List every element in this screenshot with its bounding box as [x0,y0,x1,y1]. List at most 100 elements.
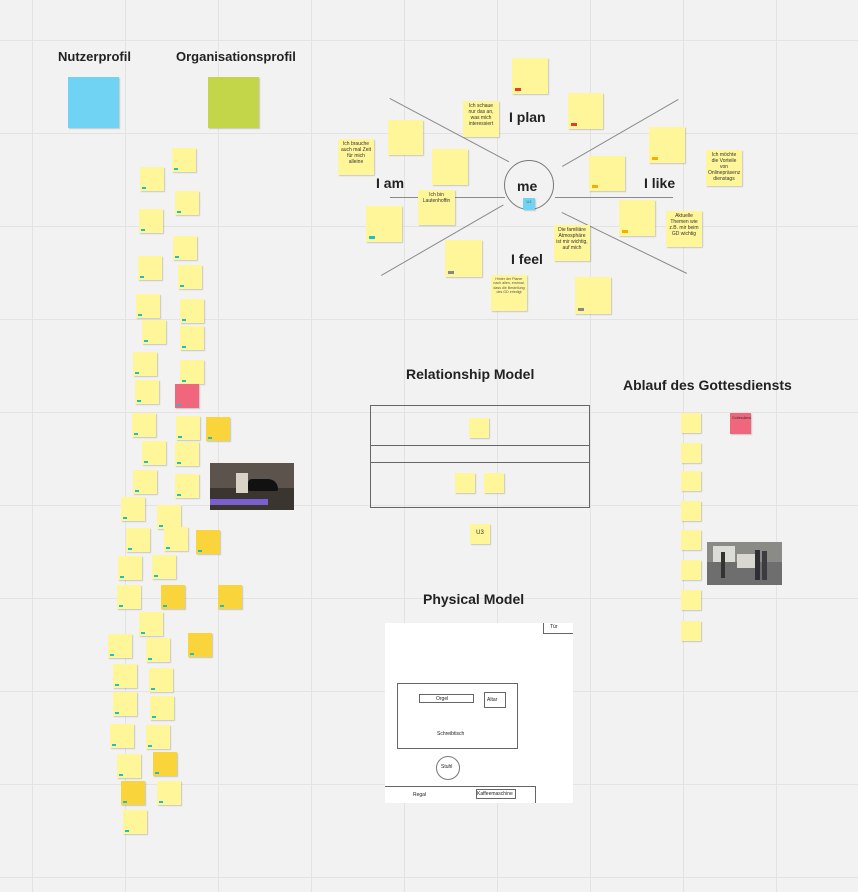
sticky-note[interactable] [110,724,134,748]
sticky-note[interactable] [178,265,202,289]
sticky-note[interactable] [149,668,173,692]
sticky-note[interactable] [146,725,170,749]
sticky-note[interactable] [175,442,199,466]
sticky-note[interactable] [681,530,701,550]
door-label: Tür [550,624,558,630]
sticky-note[interactable] [146,638,170,662]
organ-video-thumbnail[interactable] [210,463,294,510]
sticky-note[interactable] [589,156,625,191]
sticky-note[interactable] [150,696,174,720]
sticky-note[interactable] [123,810,147,834]
note-tag [144,461,148,463]
sticky-note[interactable] [619,200,655,236]
quadrant-label-plan: I plan [509,109,546,125]
sticky-note[interactable] [172,148,196,172]
note-tag [198,550,202,552]
sticky-note[interactable] [188,633,212,657]
sticky-note[interactable] [139,209,163,233]
sticky-note[interactable] [164,527,188,551]
sticky-note-plan[interactable]: Ich schaue nur das an, was mich interess… [463,101,499,137]
sticky-note[interactable] [173,236,197,260]
sticky-note[interactable] [132,413,156,437]
sticky-note[interactable] [218,585,242,609]
sticky-note[interactable] [568,93,603,129]
sticky-note[interactable] [133,352,157,376]
sticky-note[interactable] [681,590,701,610]
sticky-note[interactable] [161,585,185,609]
sticky-note-am[interactable]: Ich brauche auch mal Zeit für mich allei… [338,139,374,175]
sticky-note-like[interactable]: Aktuelle Themen wie z.B. mir beim GD wic… [666,211,702,247]
sticky-note-like[interactable]: Ich möchte die Vorteile von Onlinepräsen… [706,150,742,186]
sticky-note[interactable] [117,754,141,778]
sticky-note[interactable] [142,441,166,465]
shelf-line [385,786,536,803]
sticky-note[interactable] [108,634,132,658]
sticky-note[interactable] [153,752,177,776]
heading-physical-model: Physical Model [423,591,525,607]
sticky-note[interactable] [575,277,611,314]
sticky-note[interactable] [152,555,176,579]
sticky-note[interactable] [445,240,482,277]
sticky-note[interactable] [681,443,701,463]
sticky-note[interactable] [157,781,181,805]
sticky-note[interactable] [121,781,145,805]
sticky-note-feel[interactable]: Die familiäre Atmosphäre ist mir wichtig… [554,225,590,261]
sticky-note[interactable] [455,473,475,493]
sticky-note[interactable] [681,413,701,433]
sticky-note[interactable] [180,326,204,350]
organ-box[interactable] [419,694,474,703]
nutzerprofil-note[interactable] [68,77,119,128]
chair-circle[interactable] [436,756,460,780]
note-tag [119,605,123,607]
sticky-note[interactable] [118,556,142,580]
relationship-tag[interactable]: U3 [470,524,490,544]
sticky-note[interactable] [175,474,199,498]
sticky-note[interactable] [649,127,685,163]
sticky-note[interactable] [180,299,204,323]
sticky-note[interactable] [113,692,137,716]
sticky-note[interactable] [366,206,402,242]
sticky-note[interactable] [196,530,220,554]
sticky-note[interactable] [512,58,548,94]
sticky-note[interactable] [681,560,701,580]
sticky-note[interactable] [140,167,164,191]
sticky-note[interactable] [126,528,150,552]
sticky-note[interactable] [175,191,199,215]
sticky-note[interactable] [432,149,468,185]
organisationsprofil-note[interactable] [208,77,259,128]
note-tag [110,654,114,656]
sticky-note[interactable] [175,384,199,408]
sticky-note[interactable] [206,417,230,441]
sticky-note[interactable] [681,621,701,641]
sticky-note-am[interactable]: Ich bin Lautenhoffin [418,190,455,225]
ablauf-pink-note[interactable]: Gottesdienst [730,413,751,434]
sticky-note[interactable] [157,505,181,529]
sticky-note[interactable] [121,497,145,521]
sticky-note[interactable] [176,416,200,440]
note-tag [123,517,127,519]
desk-label: Schreibtisch [437,731,465,737]
sticky-note[interactable] [136,294,160,318]
sticky-note[interactable] [138,256,162,280]
sticky-note[interactable] [681,501,701,521]
note-tag [190,653,194,655]
coffee-machine-box[interactable] [476,789,516,799]
empathy-center-tag[interactable]: U1 [523,198,535,210]
sticky-note[interactable] [113,664,137,688]
sticky-note[interactable] [135,380,159,404]
sticky-note[interactable] [139,612,163,636]
sticky-note[interactable] [133,470,157,494]
sticky-note[interactable] [180,360,204,384]
sticky-note[interactable] [388,120,423,155]
note-tag [112,744,116,746]
sticky-note[interactable] [117,585,141,609]
altar-box[interactable] [484,692,506,708]
sticky-note[interactable] [681,471,701,491]
sticky-note[interactable] [484,473,504,493]
sticky-note-feel[interactable]: Hinter der Planer nach allen, erstmal, d… [491,275,527,311]
sticky-note[interactable] [142,320,166,344]
note-tag [141,632,145,634]
sticky-note[interactable] [469,418,489,438]
gottesdienst-photo[interactable] [707,542,782,585]
heading-ablauf: Ablauf des Gottesdiensts [623,377,792,393]
